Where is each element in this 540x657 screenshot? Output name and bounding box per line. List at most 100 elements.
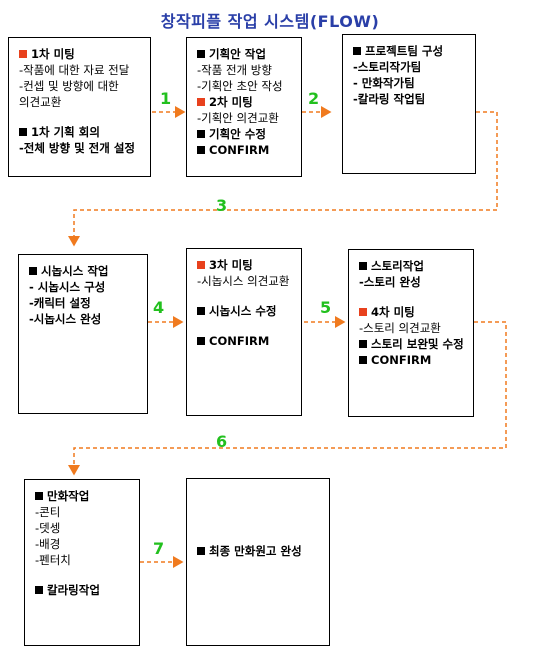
- box-item: -작품에 대한 자료 전달: [19, 62, 142, 78]
- red-square-bullet-icon: [197, 98, 205, 106]
- line-gap: [35, 568, 131, 582]
- box-item: -콘티: [35, 504, 131, 520]
- box-line-text: -배경: [35, 537, 61, 551]
- box-line-text: 프로젝트팀 구성: [365, 44, 444, 58]
- box-heading: 기획안 수정: [197, 126, 293, 142]
- black-square-bullet-icon: [197, 50, 205, 58]
- black-square-bullet-icon: [197, 130, 205, 138]
- black-square-bullet-icon: [197, 337, 205, 345]
- box-line-text: - 시놉시스 구성: [29, 280, 106, 294]
- box-item: -캐릭터 설정: [29, 295, 139, 311]
- black-square-bullet-icon: [35, 492, 43, 500]
- box-line-text: 칼라링작업: [47, 583, 100, 597]
- box-line-text: -시놉시스 완성: [29, 312, 102, 326]
- box-line-text: 만화작업: [47, 489, 90, 503]
- box-heading: 기획안 작업: [197, 46, 293, 62]
- box-item: 의견교환: [19, 94, 142, 110]
- box-line-text: -스토리 완성: [359, 275, 421, 289]
- box-line-text: -뎃셍: [35, 521, 61, 535]
- line-gap: [197, 529, 321, 543]
- box-heading: 시놉시스 작업: [29, 263, 139, 279]
- black-square-bullet-icon: [359, 262, 367, 270]
- arrow-3: [68, 111, 498, 247]
- box-item: -스토리 완성: [359, 274, 465, 290]
- box-heading: 스토리 보완및 수정: [359, 336, 465, 352]
- black-square-bullet-icon: [19, 128, 27, 136]
- box-heading: 2차 미팅: [197, 94, 293, 110]
- box-heading: 최종 만화원고 완성: [197, 543, 321, 559]
- box-line-text: CONFIRM: [371, 353, 432, 367]
- box-heading: 4차 미팅: [359, 304, 465, 320]
- box-heading: CONFIRM: [197, 333, 293, 349]
- box-item: -펜터치: [35, 552, 131, 568]
- box-item: -전체 방향 및 전개 설정: [19, 140, 142, 156]
- box-line-text: -기획안 의견교환: [197, 111, 279, 125]
- box-line-text: -스토리작가팀: [353, 60, 422, 74]
- diagram-title: 창작피플 작업 시스템(FLOW): [160, 12, 380, 31]
- box-line-text: 스토리 보완및 수정: [371, 337, 464, 351]
- box-heading: 1차 미팅: [19, 46, 142, 62]
- box-line-text: -전체 방향 및 전개 설정: [19, 141, 136, 155]
- box-line-text: CONFIRM: [209, 143, 270, 157]
- box-line-text: - 만화작가팀: [353, 76, 415, 90]
- box-item: -기획안 초안 작성: [197, 78, 293, 94]
- box-line-text: 1차 기획 회의: [31, 125, 100, 139]
- box-heading: CONFIRM: [359, 352, 465, 368]
- black-square-bullet-icon: [35, 586, 43, 594]
- black-square-bullet-icon: [353, 47, 361, 55]
- box-heading: 시놉시스 수정: [197, 303, 293, 319]
- step-label-3: 3: [216, 196, 228, 215]
- step-label-1: 1: [160, 89, 172, 108]
- box-item: -스토리 의견교환: [359, 320, 465, 336]
- box-item: -기획안 의견교환: [197, 110, 293, 126]
- step-label-4: 4: [153, 298, 165, 317]
- line-gap: [19, 110, 142, 124]
- black-square-bullet-icon: [197, 547, 205, 555]
- box-item: -칼라링 작업팀: [353, 91, 467, 107]
- red-square-bullet-icon: [19, 50, 27, 58]
- line-gap: [197, 515, 321, 529]
- line-gap: [197, 487, 321, 501]
- line-gap: [197, 319, 293, 333]
- box-line-text: -콘티: [35, 505, 61, 519]
- box-line-text: 기획안 작업: [209, 47, 266, 61]
- step-label-6: 6: [216, 432, 228, 451]
- box-line-text: CONFIRM: [209, 334, 270, 348]
- box-heading: 1차 기획 회의: [19, 124, 142, 140]
- box-line-text: 최종 만화원고 완성: [209, 544, 302, 558]
- line-gap: [197, 289, 293, 303]
- box-item: -작품 전개 방향: [197, 62, 293, 78]
- black-square-bullet-icon: [197, 307, 205, 315]
- step-label-5: 5: [320, 298, 332, 317]
- flow-box-4: 시놉시스 작업- 시놉시스 구성-캐릭터 설정-시놉시스 완성: [18, 254, 148, 414]
- box-line-text: 의견교환: [19, 95, 62, 109]
- box-item: -스토리작가팀: [353, 59, 467, 75]
- box-heading: 3차 미팅: [197, 257, 293, 273]
- box-line-text: -펜터치: [35, 553, 71, 567]
- box-heading: 프로젝트팀 구성: [353, 43, 467, 59]
- black-square-bullet-icon: [197, 146, 205, 154]
- box-line-text: -시놉시스 의견교환: [197, 274, 290, 288]
- box-line-text: 4차 미팅: [371, 305, 415, 319]
- flow-box-3: 프로젝트팀 구성 -스토리작가팀 - 만화작가팀 -칼라링 작업팀: [342, 34, 476, 174]
- box-item: -배경: [35, 536, 131, 552]
- box-line-text: 2차 미팅: [209, 95, 253, 109]
- box-line-text: -칼라링 작업팀: [353, 92, 426, 106]
- box-line-text: 3차 미팅: [209, 258, 253, 272]
- black-square-bullet-icon: [29, 267, 37, 275]
- line-gap: [197, 501, 321, 515]
- box-item: -뎃셍: [35, 520, 131, 536]
- box-item: - 시놉시스 구성: [29, 279, 139, 295]
- red-square-bullet-icon: [197, 261, 205, 269]
- box-item: - 만화작가팀: [353, 75, 467, 91]
- box-heading: 만화작업: [35, 488, 131, 504]
- box-item: -시놉시스 의견교환: [197, 273, 293, 289]
- box-line-text: -작품 전개 방향: [197, 63, 272, 77]
- step-label-7: 7: [153, 539, 165, 558]
- box-line-text: -스토리 의견교환: [359, 321, 441, 335]
